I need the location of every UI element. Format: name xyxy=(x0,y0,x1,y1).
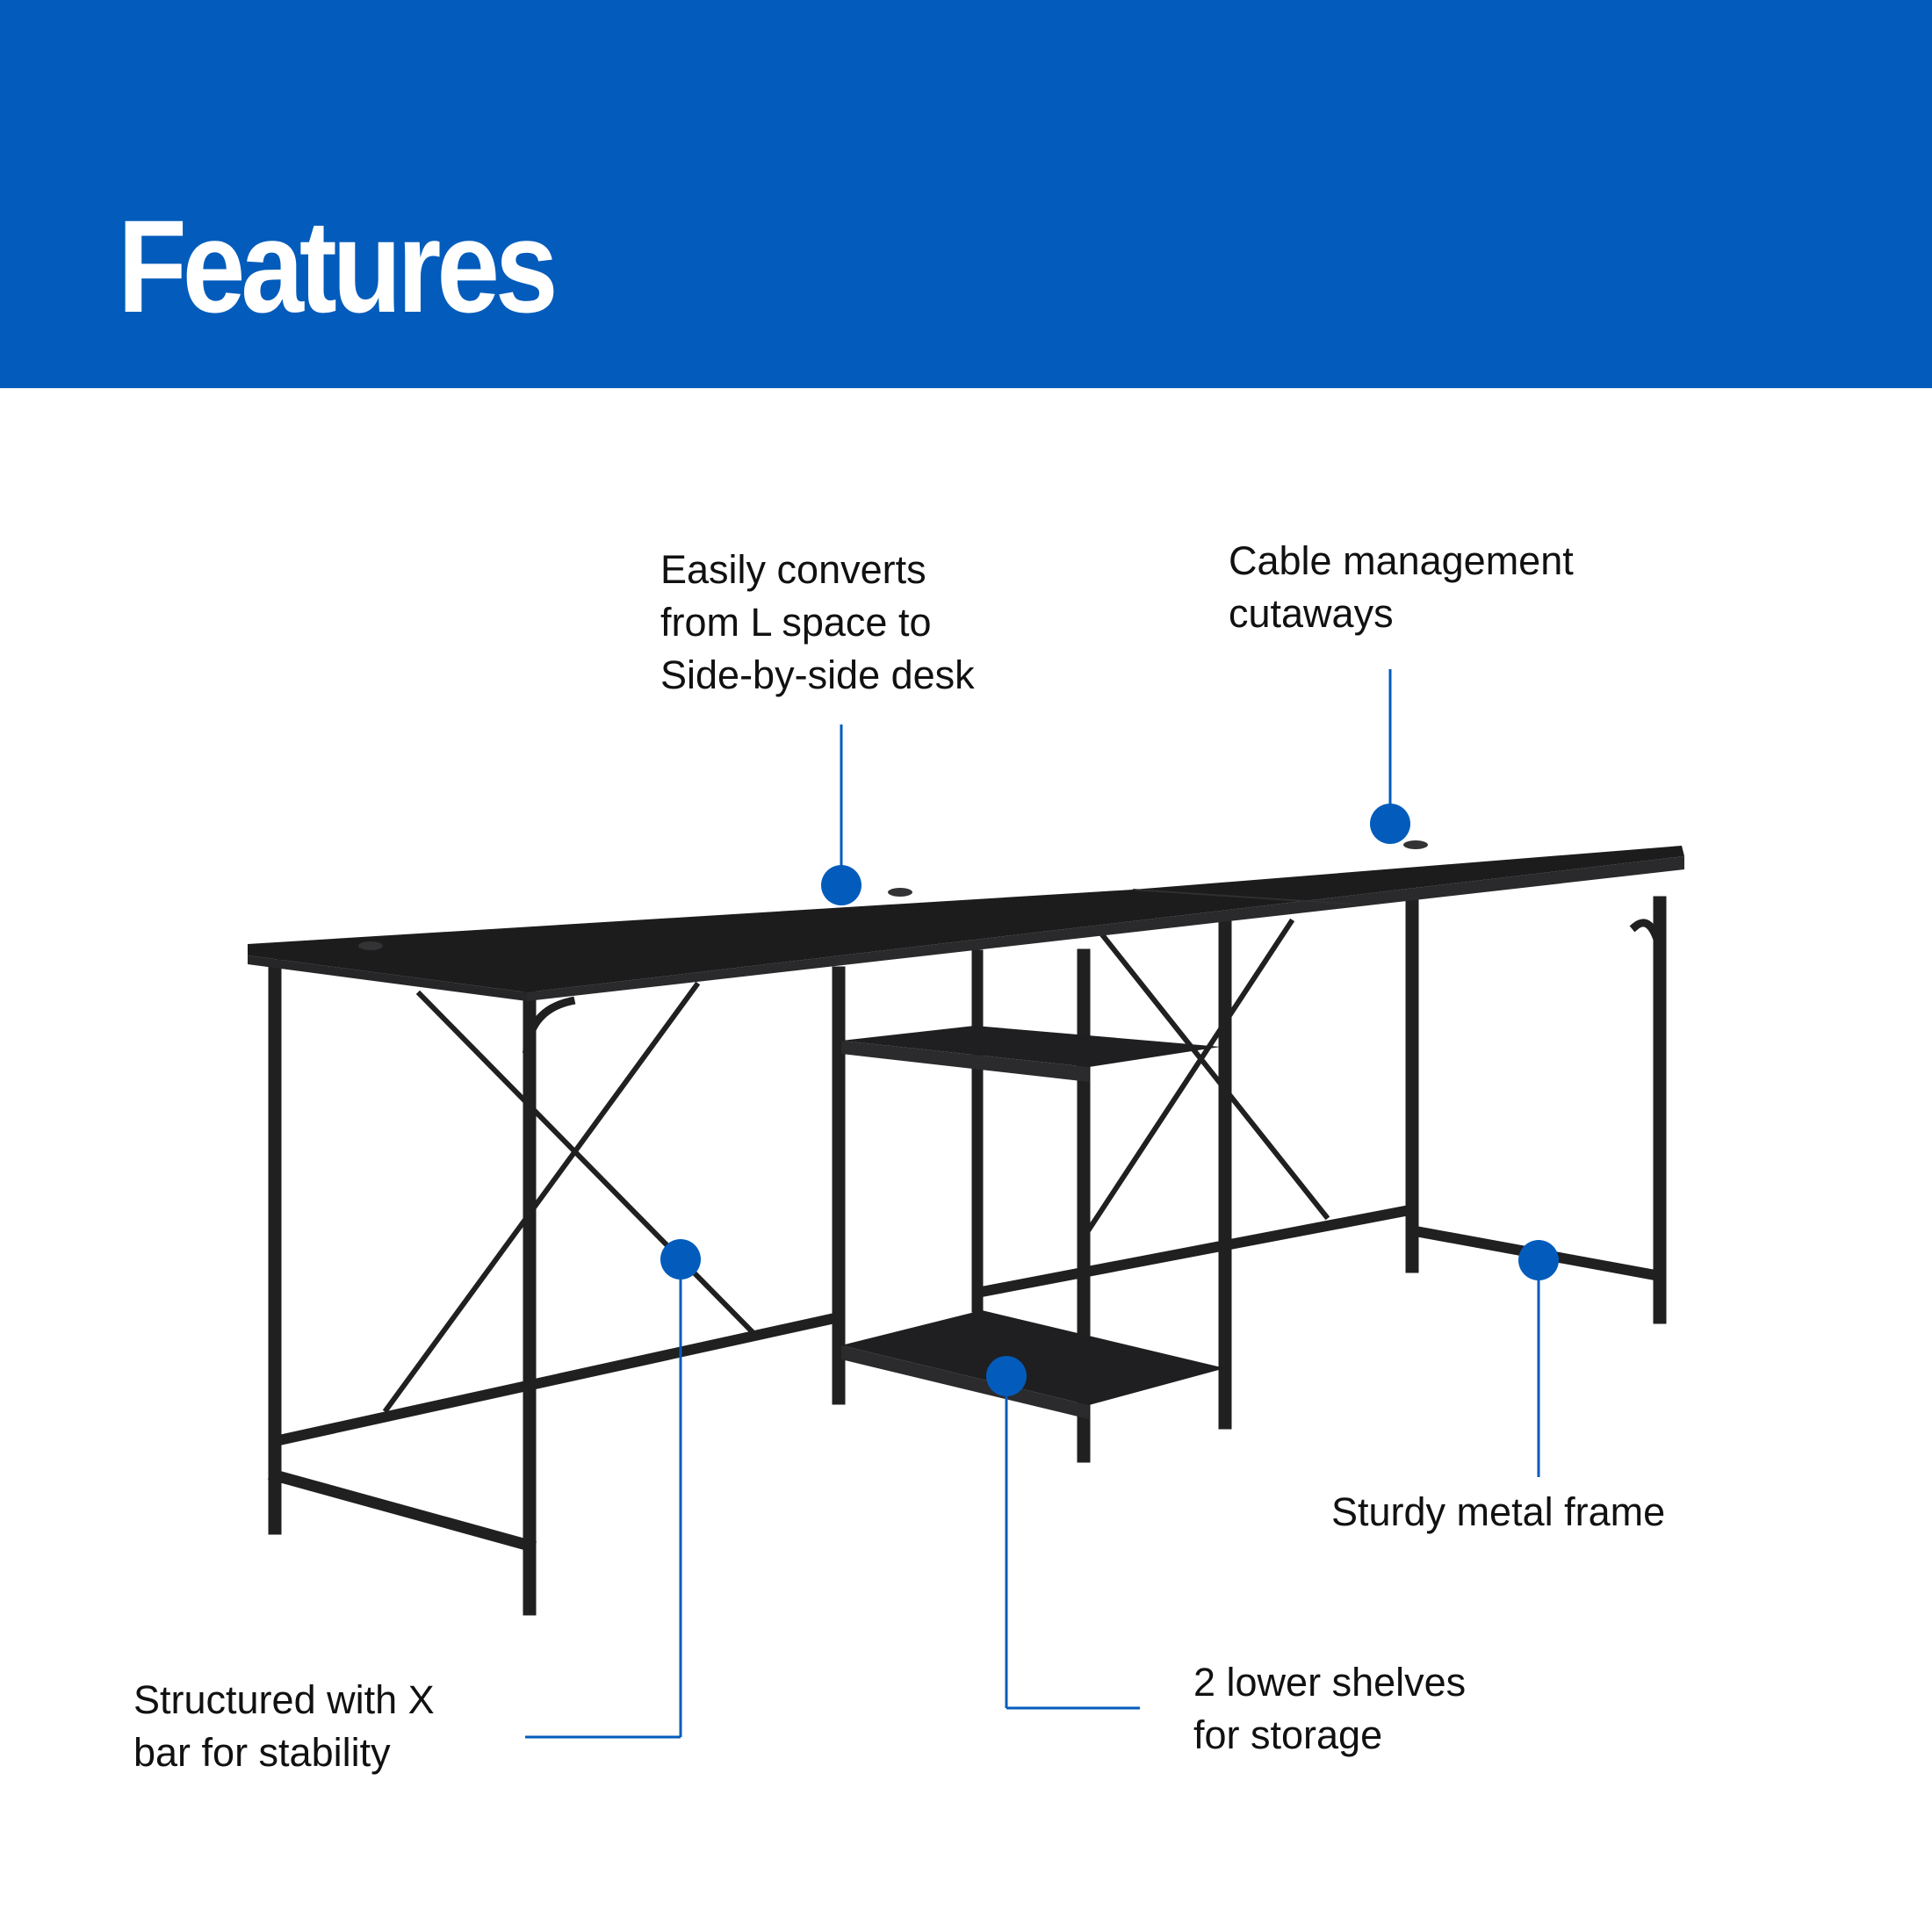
cable-cutaway xyxy=(888,888,912,897)
cable-cutaway xyxy=(1403,840,1428,849)
desk-shelves xyxy=(841,1026,1225,1419)
marker-cable xyxy=(1370,804,1410,844)
marker-shelves xyxy=(986,1356,1027,1396)
lower-shelf-edge xyxy=(841,1345,1089,1419)
callout-xbar: Structured with X bar for stability xyxy=(133,1674,435,1779)
callout-line: 2 lower shelves xyxy=(1193,1660,1467,1705)
page-title: Features xyxy=(118,192,559,340)
desk-frame xyxy=(268,896,1667,1616)
marker-frame xyxy=(1518,1240,1559,1280)
callout-line: from L space to xyxy=(660,600,932,645)
callout-line: Sturdy metal frame xyxy=(1331,1489,1666,1534)
callout-cable: Cable management cutaways xyxy=(1229,535,1574,640)
callout-line: Cable management xyxy=(1229,538,1574,583)
callout-shelves: 2 lower shelves for storage xyxy=(1193,1656,1466,1762)
lower-shelf xyxy=(841,1310,1225,1405)
callout-line: Easily converts xyxy=(660,547,926,592)
callout-line: Side-by-side desk xyxy=(660,652,975,697)
callout-markers xyxy=(660,804,1559,1396)
callout-line: bar for stability xyxy=(133,1730,391,1775)
upper-shelf-edge xyxy=(841,1041,1089,1082)
callout-converts: Easily converts from L space to Side-by-… xyxy=(660,544,975,702)
desk-top xyxy=(248,840,1684,1001)
marker-converts xyxy=(821,865,861,905)
callout-lines xyxy=(525,669,1540,1739)
callout-line: Structured with X xyxy=(133,1677,435,1722)
callout-frame: Sturdy metal frame xyxy=(1331,1486,1665,1539)
callout-line: for storage xyxy=(1193,1712,1383,1757)
marker-xbar xyxy=(660,1239,701,1280)
upper-shelf xyxy=(841,1026,1221,1067)
callout-line: cutaways xyxy=(1229,591,1394,636)
header-banner: Features xyxy=(0,0,1932,388)
cable-cutaway xyxy=(358,941,383,950)
